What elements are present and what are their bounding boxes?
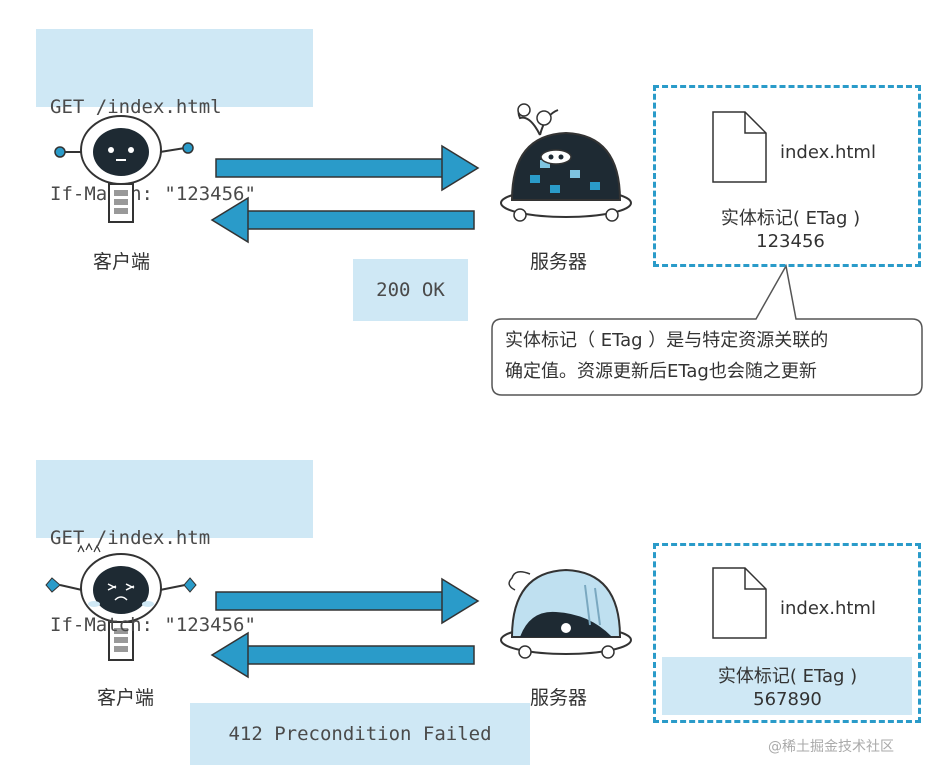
- bottom-etag-label: 实体标记( ETag ): [717, 666, 858, 687]
- top-server-robot-icon: [500, 103, 632, 222]
- top-client-label: 客户端: [93, 251, 151, 273]
- bottom-request-box: GET /index.htm If-Match: "123456": [36, 460, 313, 636]
- bottom-client-robot-icon: [45, 542, 197, 661]
- top-request-line1: GET /index.html: [50, 96, 222, 118]
- top-response-arrow: [210, 196, 475, 244]
- watermark: @稀土掘金技术社区: [768, 739, 894, 755]
- bottom-client-label: 客户端: [97, 687, 155, 709]
- top-file-name: index.html: [780, 142, 876, 163]
- bottom-etag-highlight: [662, 657, 912, 715]
- top-server-resource-box: [653, 85, 921, 267]
- bottom-response-text: 412 Precondition Failed: [228, 723, 492, 745]
- top-file-icon: [712, 111, 767, 183]
- bottom-etag-value: 567890: [753, 689, 822, 710]
- top-server-label: 服务器: [530, 251, 588, 273]
- top-callout-line2: 确定值。资源更新后ETag也会随之更新: [505, 361, 817, 382]
- bottom-file-name: index.html: [780, 598, 876, 619]
- bottom-request-line2: If-Match: "123456": [50, 614, 256, 636]
- bottom-server-robot-icon: [500, 568, 632, 659]
- bottom-request-arrow: [215, 577, 480, 625]
- top-callout-line1: 实体标记（ ETag ）是与特定资源关联的: [505, 330, 829, 351]
- top-request-arrow: [215, 144, 480, 192]
- top-response-text: 200 OK: [376, 279, 445, 301]
- bottom-response-box: 412 Precondition Failed: [190, 703, 530, 765]
- top-client-robot-icon: [54, 115, 194, 223]
- top-callout-bubble: [491, 263, 923, 396]
- bottom-server-label: 服务器: [530, 687, 588, 709]
- top-response-box: 200 OK: [353, 259, 468, 321]
- top-request-box: GET /index.html If-Match: "123456": [36, 29, 313, 205]
- bottom-server-resource-box: [653, 543, 921, 723]
- bottom-response-arrow: [210, 631, 475, 679]
- bottom-request-line1: GET /index.htm: [50, 527, 211, 549]
- top-etag-value: 123456: [756, 231, 825, 252]
- top-callout-text: 实体标记（ ETag ）是与特定资源关联的 确定值。资源更新后ETag也会随之更…: [505, 325, 828, 387]
- top-etag-label: 实体标记( ETag ): [720, 208, 861, 229]
- bottom-file-icon: [712, 567, 767, 639]
